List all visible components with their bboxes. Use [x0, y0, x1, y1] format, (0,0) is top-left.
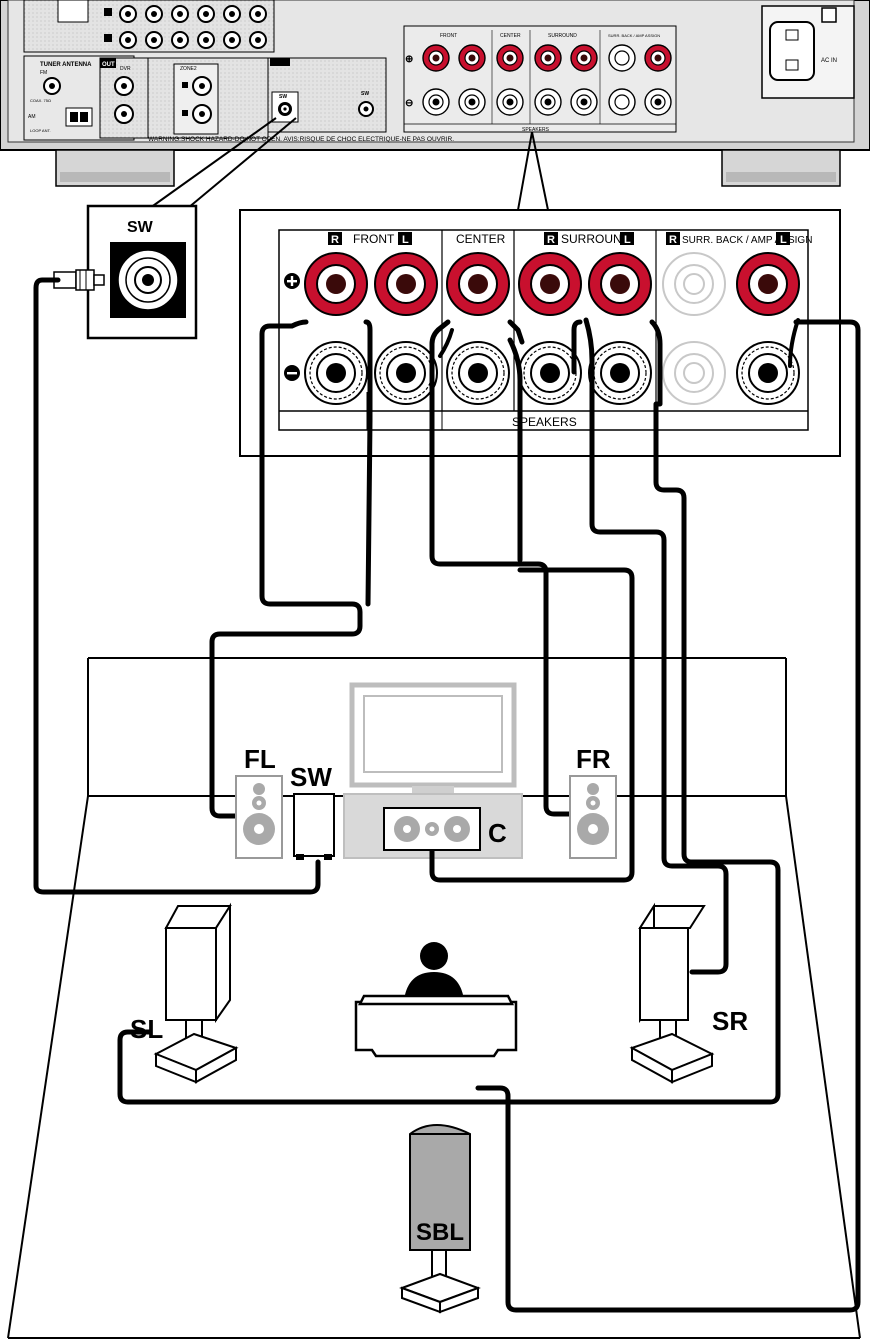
- svg-text:SW: SW: [361, 91, 369, 97]
- svg-text:L: L: [624, 234, 631, 246]
- svg-text:SW: SW: [279, 94, 287, 100]
- cable-fr: [429, 319, 575, 817]
- svg-text:R: R: [547, 234, 555, 246]
- speaker-fr: FR: [569, 744, 617, 859]
- speaker-sbl: SBL: [399, 1124, 481, 1314]
- svg-text:FM: FM: [40, 70, 47, 76]
- svg-text:⊕: ⊕: [405, 54, 413, 65]
- tuner-antenna-label: TUNER ANTENNA: [40, 62, 92, 68]
- svg-text:AM: AM: [28, 114, 36, 120]
- center-label: CENTER: [456, 232, 506, 246]
- speaker-fl: FL: [235, 744, 283, 859]
- svg-text:COAX. 75Ω: COAX. 75Ω: [30, 98, 51, 103]
- svg-text:LOOP ANT.: LOOP ANT.: [30, 128, 51, 133]
- negative-terminal-row: [304, 341, 800, 405]
- warning-text: WARNING:SHOCK HAZARD-DO NOT OPEN. AVIS:R…: [148, 136, 454, 143]
- sw-callout: SW: [53, 117, 297, 340]
- positive-terminal-row: [304, 252, 800, 316]
- svg-text:ZONE2: ZONE2: [180, 66, 197, 72]
- c-label: C: [488, 818, 507, 848]
- listener-icon: [404, 942, 464, 1000]
- sw-label: SW: [290, 762, 332, 792]
- speaker-c: C: [383, 807, 507, 851]
- am-antenna-terminal: [65, 107, 93, 127]
- speaker-terminal-callout: R FRONT L CENTER R SURROUND L R SURR. BA…: [239, 131, 841, 457]
- couch-icon: [354, 994, 518, 1058]
- sbl-label: SBL: [416, 1219, 464, 1246]
- sw-callout-label: SW: [127, 219, 154, 236]
- speakers-label: SPEAKERS: [512, 415, 577, 429]
- cable-sw: [33, 277, 321, 895]
- tv-icon: [349, 682, 517, 800]
- rca-jack-grid: [119, 5, 267, 49]
- cable-fl: [209, 319, 363, 819]
- speaker-sr: SR: [629, 902, 748, 1084]
- cable-sr: [571, 319, 583, 375]
- front-label: FRONT: [353, 232, 395, 246]
- svg-text:AC IN: AC IN: [821, 58, 837, 64]
- svg-text:SURR. BACK / AMP ASSIGN: SURR. BACK / AMP ASSIGN: [608, 33, 660, 38]
- surr-back-label: SURR. BACK / AMP ASSIGN: [682, 235, 812, 246]
- svg-text:FRONT: FRONT: [440, 33, 457, 39]
- sl-label: SL: [130, 1014, 163, 1044]
- surround-label: SURROUND: [561, 232, 631, 246]
- svg-text:OUT: OUT: [102, 62, 115, 68]
- ac-inlet: [769, 21, 815, 81]
- svg-text:L: L: [402, 234, 409, 246]
- mini-speaker-terminals: FRONT CENTER SURROUND SURR. BACK / AMP A…: [403, 25, 677, 133]
- svg-text:⊖: ⊖: [405, 98, 413, 109]
- cable-sbl: [475, 319, 861, 1313]
- svg-text:L: L: [780, 234, 787, 246]
- svg-text:R: R: [669, 234, 677, 246]
- svg-text:DVR: DVR: [120, 66, 131, 72]
- speaker-cables: [33, 277, 861, 1313]
- svg-text:CENTER: CENTER: [500, 33, 521, 39]
- receiver-rear-panel: TUNER ANTENNA FM COAX. 75Ω AM LOOP ANT. …: [0, 0, 870, 187]
- speaker-sl: SL: [130, 902, 239, 1084]
- fl-label: FL: [244, 744, 276, 774]
- speaker-sw: SW: [290, 762, 335, 860]
- svg-text:SURROUND: SURROUND: [548, 33, 577, 39]
- room-outline: [7, 657, 861, 1339]
- svg-text:SPEAKERS: SPEAKERS: [522, 127, 550, 133]
- fr-label: FR: [576, 744, 611, 774]
- cable-c: [507, 319, 525, 345]
- svg-text:R: R: [331, 234, 339, 246]
- sr-label: SR: [712, 1006, 748, 1036]
